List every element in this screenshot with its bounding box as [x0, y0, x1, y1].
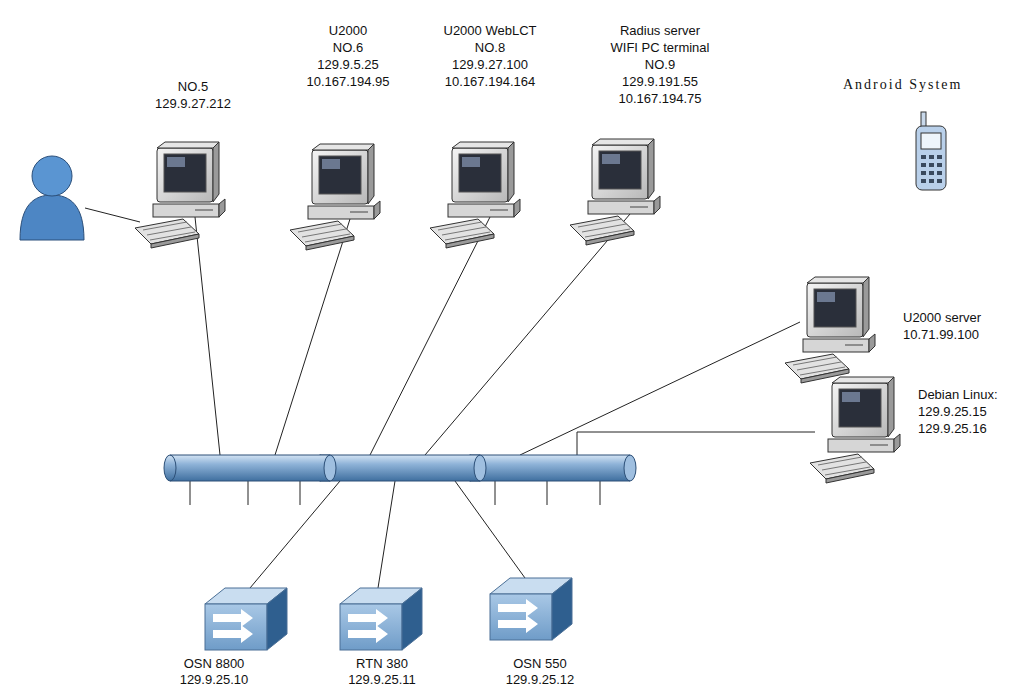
device-label: RTN 380129.9.25.11 [347, 656, 417, 688]
device-name: Debian Linux: [918, 386, 1000, 403]
device-detail: 10.167.194.95 [305, 73, 391, 90]
device-name: OSN 550 [505, 656, 576, 672]
device-detail: NO.6 [305, 39, 391, 56]
device-label: Radius serverWIFI PC terminalNO.9129.9.1… [610, 22, 711, 107]
device-detail: 129.9.27.212 [154, 95, 232, 112]
device-name: Android System [843, 76, 965, 93]
device-name: RTN 380 [347, 656, 417, 672]
device-label: Android System [843, 76, 965, 93]
device-detail: 129.9.25.11 [347, 672, 417, 688]
device-label: U2000NO.6129.9.5.2510.167.194.95 [305, 22, 391, 90]
device-detail: 10.167.194.75 [610, 90, 711, 107]
device-detail: 129.9.25.15 [918, 403, 1000, 420]
device-name: U2000 [305, 22, 391, 39]
device-name: NO.5 [154, 78, 232, 95]
device-detail: 10.167.194.164 [443, 73, 538, 90]
device-detail: NO.9 [610, 56, 711, 73]
device-name: U2000 WebLCT [443, 22, 538, 39]
device-label: NO.5129.9.27.212 [154, 78, 232, 112]
device-detail: 129.9.27.100 [443, 56, 538, 73]
device-label: OSN 8800129.9.25.10 [179, 656, 250, 688]
device-detail: 129.9.25.12 [505, 672, 576, 688]
device-label: U2000 WebLCTNO.8129.9.27.10010.167.194.1… [443, 22, 538, 90]
device-detail: NO.8 [443, 39, 538, 56]
device-detail: WIFI PC terminal [610, 39, 711, 56]
device-detail: 10.71.99.100 [903, 326, 984, 343]
device-name: Radius server [610, 22, 711, 39]
device-detail: 129.9.191.55 [610, 73, 711, 90]
device-detail: 129.9.25.16 [918, 420, 1000, 437]
user-icon [20, 156, 84, 240]
device-label: U2000 server10.71.99.100 [903, 309, 984, 343]
device-detail: 129.9.5.25 [305, 56, 391, 73]
device-name: OSN 8800 [179, 656, 250, 672]
phone-icon [916, 112, 946, 190]
device-name: U2000 server [903, 309, 984, 326]
device-label: OSN 550129.9.25.12 [505, 656, 576, 688]
device-label: Debian Linux:129.9.25.15129.9.25.16 [918, 386, 1000, 437]
device-detail: 129.9.25.10 [179, 672, 250, 688]
